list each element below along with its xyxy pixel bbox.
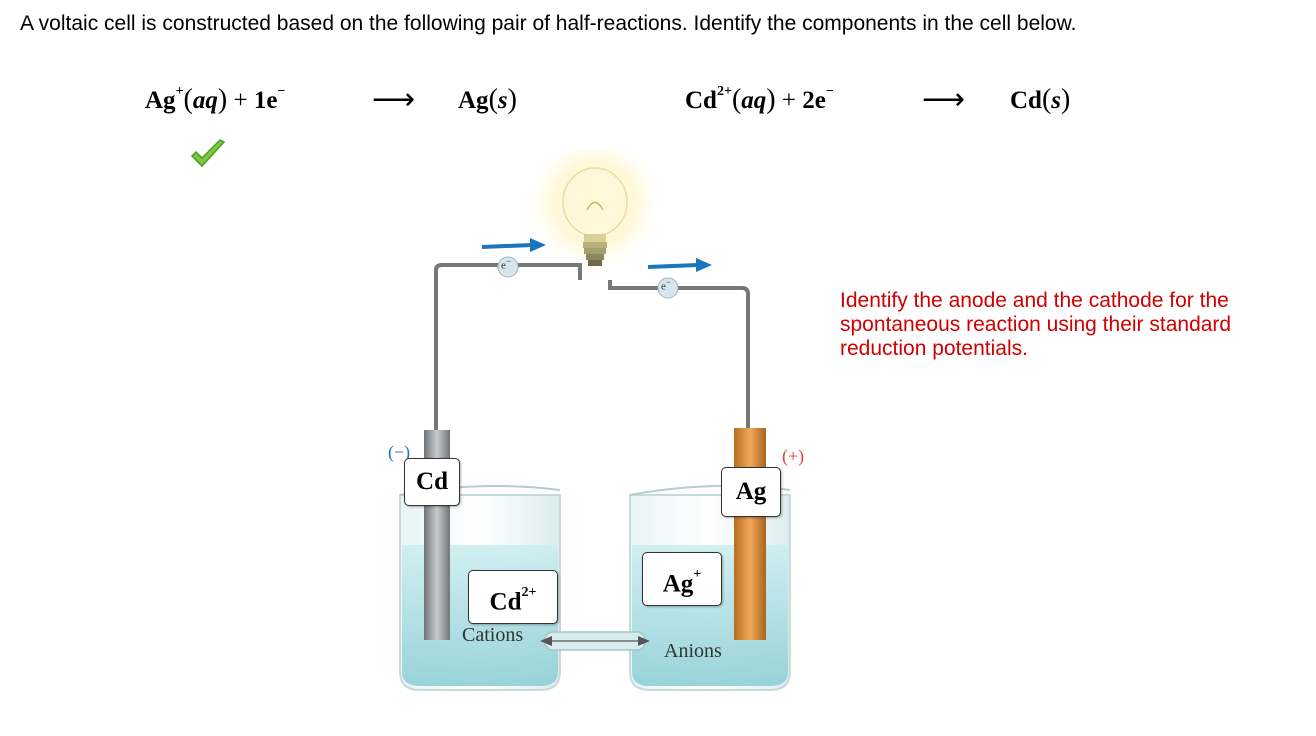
check-mark-icon — [190, 138, 226, 175]
negative-sign: (−) — [388, 442, 411, 462]
cd-ion-label[interactable]: Cd2+ — [468, 570, 558, 624]
reaction-arrow-2: ⟶ — [922, 82, 966, 117]
ag-electrode-label[interactable]: Ag — [721, 467, 781, 517]
electron-label-1: e− — [501, 256, 511, 272]
cd-electrode-label[interactable]: Cd — [404, 458, 460, 506]
anions-label: Anions — [664, 640, 722, 662]
electron-flow-arrow-icon-2 — [647, 258, 712, 272]
electron-label-2: e− — [661, 277, 671, 293]
hint-text: Identify the anode and the cathode for t… — [840, 289, 1232, 360]
half-reaction-ag-left: Ag+(aq) + 1e− — [145, 83, 286, 115]
electron-flow-arrow-icon — [481, 238, 546, 252]
question-text: A voltaic cell is constructed based on t… — [20, 12, 1077, 35]
light-bulb-icon — [562, 167, 628, 266]
voltaic-cell-diagram: (−) (+) e− e− Cd Ag Cd2+ Ag+ Cations Ani… — [380, 150, 820, 710]
half-reaction-cd-right: Cd(s) — [1010, 84, 1071, 115]
half-reaction-cd-left: Cd2+(aq) + 2e− — [685, 83, 834, 115]
cations-label: Cations — [462, 624, 524, 646]
reaction-arrow-1: ⟶ — [372, 82, 416, 117]
half-reaction-ag-right: Ag(s) — [458, 84, 517, 115]
ag-ion-label[interactable]: Ag+ — [642, 552, 722, 606]
positive-sign: (+) — [782, 446, 805, 466]
